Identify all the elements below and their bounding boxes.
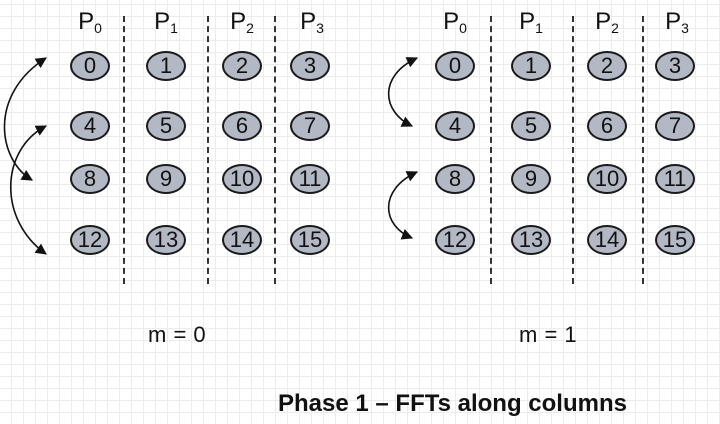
element-node: 12 [70,225,110,255]
element-node: 12 [435,225,475,255]
element-node: 3 [655,51,695,81]
element-node: 11 [655,164,695,194]
element-node: 14 [222,225,262,255]
element-node: 5 [511,111,551,141]
element-node: 2 [222,51,262,81]
element-node: 15 [290,225,330,255]
element-node: 6 [222,111,262,141]
processor-divider [274,16,276,284]
element-node: 10 [587,164,627,194]
element-node: 9 [146,164,186,194]
exchange-arrow [9,125,47,255]
processor-label-p2: P2 [595,8,619,36]
element-node: 3 [290,51,330,81]
processor-divider [642,16,644,284]
processor-label-p1: P1 [154,8,178,36]
processor-label-p3: P3 [300,8,324,36]
phase-index-label: m = 1 [519,322,578,347]
element-node: 8 [435,164,475,194]
exchange-arrow [3,57,47,181]
processor-divider [572,16,574,284]
element-node: 5 [146,111,186,141]
element-node: 14 [587,225,627,255]
processor-divider [490,16,492,284]
processor-label-p1: P1 [519,8,543,36]
element-node: 4 [70,111,110,141]
element-node: 15 [655,225,695,255]
element-node: 1 [146,51,186,81]
element-node: 1 [511,51,551,81]
element-node: 0 [70,51,110,81]
element-node: 11 [290,164,330,194]
processor-label-p0: P0 [78,8,102,36]
processor-label-p2: P2 [230,8,254,36]
exchange-arrow [388,57,419,127]
processor-divider [123,16,125,284]
element-node: 8 [70,164,110,194]
phase-caption: Phase 1 – FFTs along columns [278,390,627,417]
element-node: 7 [290,111,330,141]
element-node: 2 [587,51,627,81]
element-node: 13 [146,225,186,255]
element-node: 7 [655,111,695,141]
processor-divider [207,16,209,284]
element-node: 13 [511,225,551,255]
element-node: 6 [587,111,627,141]
processor-label-p3: P3 [665,8,689,36]
element-node: 9 [511,164,551,194]
exchange-arrow [388,171,419,240]
processor-label-p0: P0 [443,8,467,36]
element-node: 0 [435,51,475,81]
element-node: 4 [435,111,475,141]
phase-index-label: m = 0 [148,322,207,347]
element-node: 10 [222,164,262,194]
